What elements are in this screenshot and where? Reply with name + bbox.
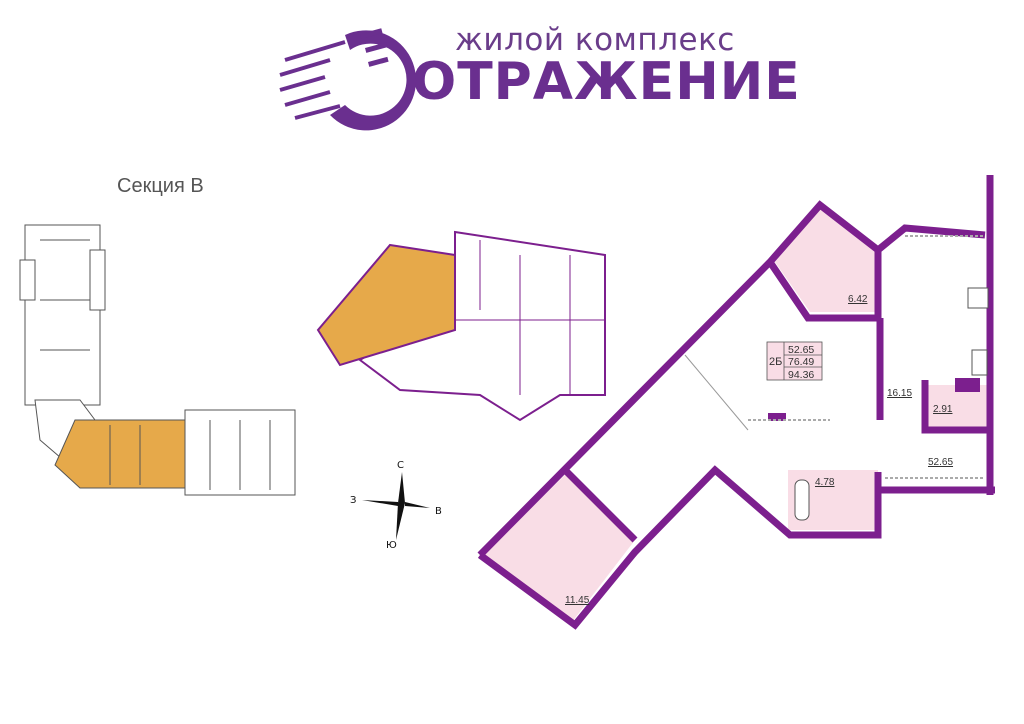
- section-key-plan: [19, 224, 296, 496]
- living-area: 52.65: [788, 344, 814, 356]
- floor-key-plan: [316, 230, 606, 422]
- total-area: 76.49: [788, 356, 814, 368]
- compass-rose-icon: С В Ю З: [350, 460, 442, 551]
- section-label: Секция В: [117, 175, 204, 197]
- logo-emblem-icon: [279, 28, 417, 131]
- compass-west: З: [350, 495, 356, 506]
- apartment-type: 2Б: [769, 356, 782, 368]
- apartment-plan: 2Б 52.65 76.49 94.36 6.42 16.15 2.91 4.7…: [477, 175, 995, 630]
- room-area-balcony-bottom: 11.45: [565, 595, 590, 606]
- compass-east: В: [435, 506, 442, 517]
- balcony-top-room: [775, 208, 875, 312]
- wc-room: [925, 385, 990, 430]
- logo-subtitle: жилой комплекс: [455, 22, 735, 58]
- room-area-kitchen: 16.15: [887, 388, 912, 399]
- compass-south: Ю: [386, 540, 397, 551]
- balcony-bottom-room: [482, 472, 635, 622]
- room-area-balcony-top: 6.42: [848, 294, 868, 305]
- compass-north: С: [397, 460, 404, 471]
- room-area-bathroom: 4.78: [815, 477, 835, 488]
- room-area-wc: 2.91: [933, 404, 953, 415]
- total-area-with-balcony: 94.36: [788, 369, 814, 381]
- logo-title: ОТРАЖЕНИЕ: [412, 52, 801, 112]
- room-area-corridor: 52.65: [928, 457, 953, 468]
- apartment-info-box: 2Б 52.65 76.49 94.36: [766, 341, 823, 381]
